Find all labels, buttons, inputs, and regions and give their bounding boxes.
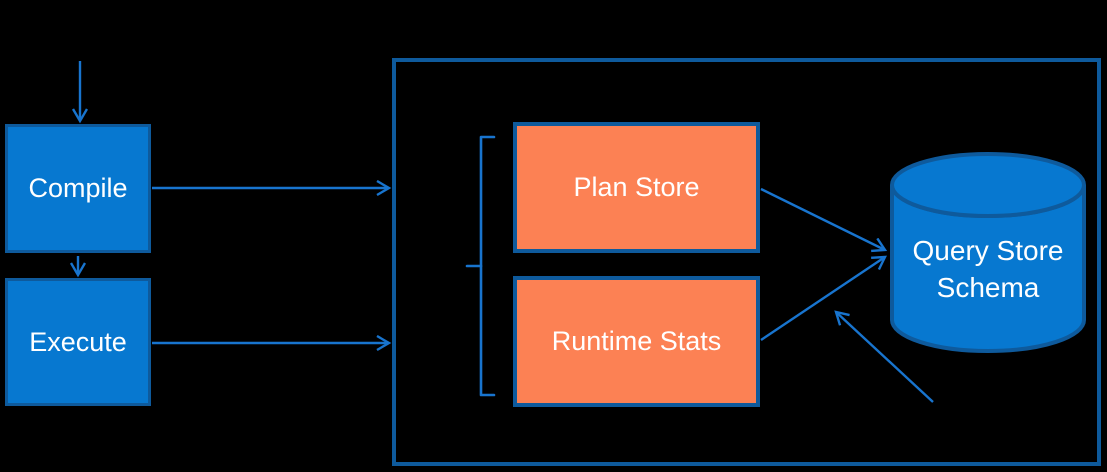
runtime-stats-to-schema-arrow <box>760 257 885 341</box>
runtime-stats-node: Runtime Stats <box>513 276 760 407</box>
plan-store-label: Plan Store <box>573 172 700 202</box>
compile-label: Compile <box>28 173 128 203</box>
query-store-schema-label: Query Store Schema <box>892 232 1084 306</box>
query-store-container-box <box>392 58 1101 466</box>
compile-node: Compile <box>5 124 151 253</box>
plan-store-node: Plan Store <box>513 122 760 253</box>
query-store-schema-label-line1: Query Store <box>912 235 1064 266</box>
external-to-schema-arrow <box>836 312 934 403</box>
execute-node: Execute <box>5 278 151 406</box>
plan-store-to-schema-arrow <box>760 187 885 250</box>
store-group-bracket <box>465 135 496 397</box>
database-cylinder-icon <box>890 152 1086 353</box>
execute-label: Execute <box>29 326 127 357</box>
runtime-stats-label: Runtime Stats <box>551 326 722 356</box>
query-store-schema-label-line2: Schema <box>936 272 1040 303</box>
